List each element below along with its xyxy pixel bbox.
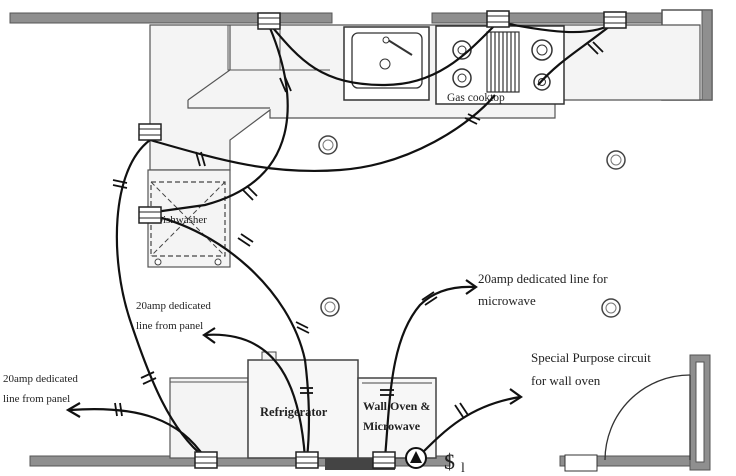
right-wall-lower-inner xyxy=(695,361,705,463)
note-panel-a-line1: 20amp dedicated xyxy=(136,300,211,312)
lower-cabinet-left xyxy=(169,377,249,459)
hash-mark xyxy=(195,151,206,167)
hash-mark xyxy=(454,402,469,418)
recessed-lights xyxy=(318,135,626,318)
burner-3-inner xyxy=(536,44,548,56)
burner-3 xyxy=(531,39,553,61)
recessed-light-icon xyxy=(320,297,340,317)
griddle xyxy=(486,31,520,93)
duplex-outlet-icon xyxy=(603,11,627,29)
hash-mark xyxy=(114,402,123,417)
duplex-outlet-icon xyxy=(138,206,162,224)
hash-mark xyxy=(242,185,258,201)
wire-corner-to-cooktop xyxy=(149,94,496,173)
hash-mark xyxy=(300,387,313,394)
cooktop: Gas cooktop xyxy=(435,25,565,105)
note-microwave-line1: 20amp dedicated line for xyxy=(478,271,608,286)
wire-center-panel xyxy=(204,333,307,459)
wire-top-cooktop xyxy=(537,21,616,86)
hash-mark xyxy=(295,321,310,334)
door-arc xyxy=(604,374,691,461)
wire-arrowheads xyxy=(65,279,523,418)
wire-dishwasher-to-fridge xyxy=(149,213,311,459)
note-panel-a-line2: line from panel xyxy=(136,320,203,332)
hash-mark xyxy=(464,113,481,125)
special-outlet-triangle xyxy=(410,451,422,463)
burner-1-inner xyxy=(457,45,467,55)
wire-hash-marks xyxy=(112,41,604,418)
burner-4 xyxy=(533,73,551,91)
note-panel-b-line2: line from panel xyxy=(3,393,70,405)
recessed-light-icon xyxy=(601,298,621,318)
wire-corner-to-left-panel xyxy=(115,139,206,459)
top-wall-left xyxy=(9,12,333,24)
note-microwave-line2: microwave xyxy=(478,293,536,308)
hash-mark xyxy=(112,179,128,189)
wire-top-sink xyxy=(267,21,499,87)
refrigerator-label: Refrigerator xyxy=(260,405,328,419)
duplex-outlet-icon xyxy=(372,451,396,469)
faucet-knob xyxy=(382,36,390,44)
sink-basin xyxy=(351,32,423,89)
burner-2 xyxy=(452,68,472,88)
door-swing xyxy=(564,374,691,472)
notes: 20amp dedicated line for microwave 20amp… xyxy=(3,271,651,405)
note-oven-line2: for wall oven xyxy=(531,373,601,388)
burner-2-inner xyxy=(457,73,467,83)
arrow-oven xyxy=(509,388,523,405)
sink xyxy=(343,26,430,101)
wall-oven-label-2: Microwave xyxy=(363,419,421,433)
cooktop-label: Gas cooktop xyxy=(447,92,505,104)
right-wall-post xyxy=(701,9,713,101)
sink-drain xyxy=(379,58,391,70)
duplex-outlet-icon xyxy=(295,451,319,469)
dishwasher-knob-left xyxy=(154,258,162,266)
note-oven-line1: Special Purpose circuit xyxy=(531,350,651,365)
wall-oven-box xyxy=(357,377,437,459)
hash-mark xyxy=(380,389,394,396)
switch-symbol: $ xyxy=(444,449,455,474)
hash-mark xyxy=(587,41,604,55)
dishwasher-diag-2 xyxy=(150,181,226,257)
counter-angle-outer xyxy=(187,100,270,109)
duplex-outlet-icon xyxy=(138,123,162,141)
hash-mark xyxy=(237,233,254,247)
note-panel-b-line1: 20amp dedicated xyxy=(3,373,78,385)
hash-mark xyxy=(140,371,157,385)
burner-4-inner xyxy=(538,78,546,86)
recessed-light-icon xyxy=(318,135,338,155)
wire-microwave xyxy=(383,285,476,459)
wire-top-to-dishwasher xyxy=(154,27,289,214)
duplex-outlet-icon xyxy=(194,451,218,469)
wire-oven xyxy=(419,395,521,456)
door-jamb xyxy=(564,454,598,472)
wiring xyxy=(65,20,616,459)
switch-subscript: l xyxy=(461,461,465,476)
arrow-microwave xyxy=(465,279,478,295)
sink-faucet xyxy=(387,39,413,56)
recessed-light-icon xyxy=(606,150,626,170)
hash-mark xyxy=(421,291,438,306)
duplex-outlet-icon xyxy=(486,10,510,28)
dishwasher-label: Dishwasher xyxy=(155,214,207,226)
duplex-outlet-icon xyxy=(257,12,281,30)
hash-mark xyxy=(279,76,292,93)
top-wall-right xyxy=(431,12,663,24)
wall-oven-label-1: Wall Oven & xyxy=(363,399,430,413)
dishwasher-knob-right xyxy=(214,258,222,266)
special-outlet xyxy=(405,447,427,469)
arrow-center-panel xyxy=(202,327,216,344)
arrow-left-panel xyxy=(65,402,81,418)
wire-left-panel xyxy=(69,408,206,459)
receptacles xyxy=(138,10,627,469)
